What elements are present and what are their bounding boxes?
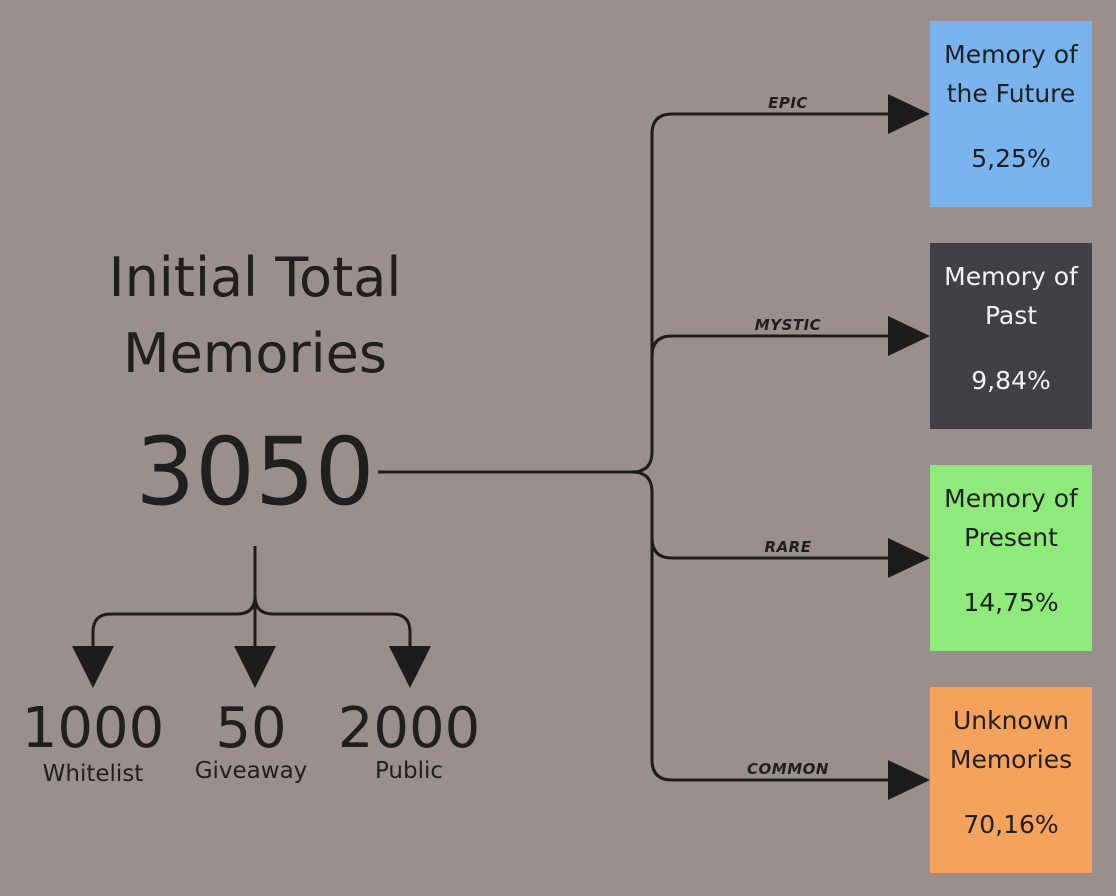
arrow-rare-icon xyxy=(888,538,930,578)
allocation-left-branch xyxy=(91,595,257,652)
allocation-giveaway: 50 Giveaway xyxy=(176,696,326,784)
total-count: 3050 xyxy=(135,418,375,527)
title-line-2: Memories xyxy=(122,322,387,385)
tier-name: Memory of the Future xyxy=(944,40,1078,108)
diagram-title: Initial Total Memories xyxy=(60,240,450,392)
allocation-value: 2000 xyxy=(337,696,481,761)
tier-name: Memory of Past xyxy=(944,262,1078,330)
arrow-giveaway-icon xyxy=(234,646,276,688)
branch-mystic-line xyxy=(650,334,892,357)
tier-box-mystic: Memory of Past 9,84% xyxy=(930,243,1092,429)
allocation-whitelist: 1000 Whitelist xyxy=(18,696,168,787)
allocation-value: 50 xyxy=(215,696,287,761)
allocation-value: 1000 xyxy=(21,696,165,761)
tier-box-common: Unknown Memories 70,16% xyxy=(930,687,1092,873)
rarity-label-rare: RARE xyxy=(764,538,812,556)
allocation-right-branch xyxy=(253,595,412,652)
rarity-label-common: COMMON xyxy=(747,760,829,778)
arrow-whitelist-icon xyxy=(72,646,114,688)
allocation-label: Whitelist xyxy=(42,761,144,787)
tier-name: Unknown Memories xyxy=(949,706,1073,774)
rarity-label-mystic: MYSTIC xyxy=(754,316,822,334)
tier-percent: 14,75% xyxy=(963,588,1059,617)
tier-name: Memory of Present xyxy=(944,484,1078,552)
arrow-public-icon xyxy=(389,646,431,688)
tier-percent: 70,16% xyxy=(963,810,1059,839)
arrow-common-icon xyxy=(888,760,930,800)
arrow-epic-icon xyxy=(888,94,930,134)
main-connector xyxy=(378,112,892,474)
title-line-1: Initial Total xyxy=(108,246,402,309)
branch-common-line xyxy=(650,538,892,782)
allocation-label: Public xyxy=(374,758,444,784)
tier-box-rare: Memory of Present 14,75% xyxy=(930,465,1092,651)
allocation-label: Giveaway xyxy=(194,758,308,784)
tier-percent: 5,25% xyxy=(971,144,1051,173)
arrow-mystic-icon xyxy=(888,316,930,356)
rarity-label-epic: EPIC xyxy=(768,94,808,112)
allocation-public: 2000 Public xyxy=(334,696,484,784)
tier-box-epic: Memory of the Future 5,25% xyxy=(930,21,1092,207)
tier-percent: 9,84% xyxy=(971,366,1051,395)
